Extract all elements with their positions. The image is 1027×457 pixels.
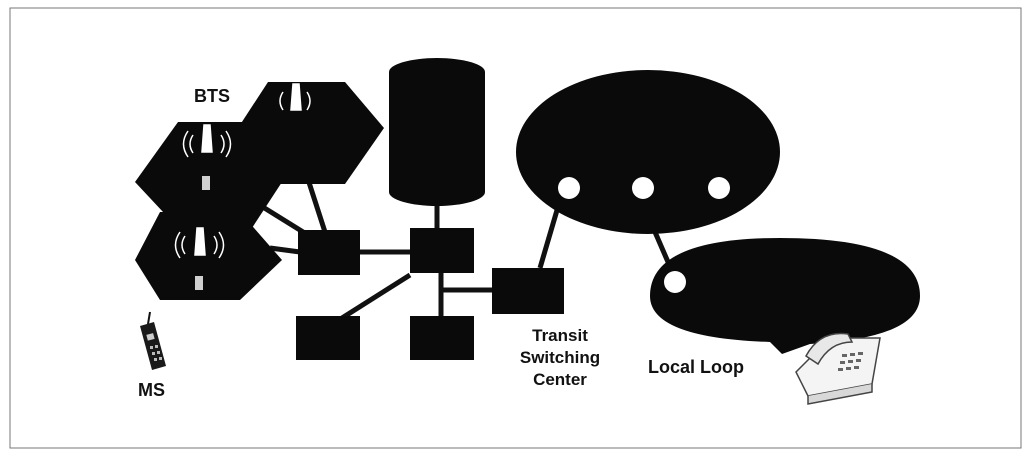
node-msc <box>410 228 474 273</box>
transit-label-line-2: Switching <box>500 347 620 369</box>
link-network-to-local <box>655 232 668 262</box>
node-transit <box>492 268 564 314</box>
link-msc-to-lower-left <box>342 275 410 318</box>
local-network <box>650 238 920 354</box>
node-lower-left <box>296 316 360 360</box>
transit-switching-center-label: Transit Switching Center <box>500 325 620 391</box>
transit-label-line-1: Transit <box>500 325 620 347</box>
mobile-phone-icon <box>140 312 166 370</box>
cell-upper-right <box>238 82 384 184</box>
network-upper <box>516 70 780 234</box>
node-lower-center <box>410 316 474 360</box>
cell-lower <box>135 212 282 300</box>
bts-label: BTS <box>194 86 230 107</box>
network-node-dot <box>708 177 730 199</box>
network-node-dot <box>632 177 654 199</box>
node-bsc <box>298 230 360 275</box>
network-node-dot <box>664 271 686 293</box>
local-loop-label: Local Loop <box>648 357 744 378</box>
transit-label-line-3: Center <box>500 369 620 391</box>
ms-label: MS <box>138 380 165 401</box>
network-node-dot <box>558 177 580 199</box>
database-cylinder <box>389 58 485 206</box>
link-cell-lower-to-bsc <box>270 248 300 252</box>
network-ellipses <box>516 70 920 354</box>
